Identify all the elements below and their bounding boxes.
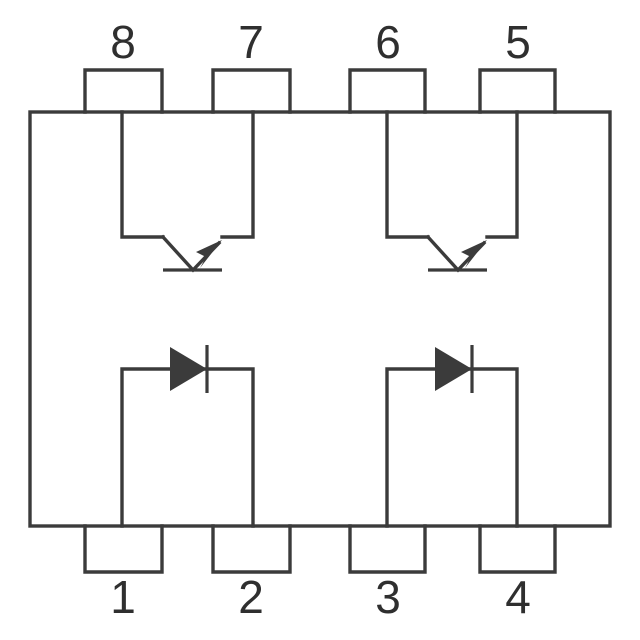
package-body <box>28 110 612 528</box>
pin-label-8: 8 <box>110 16 136 68</box>
pin-label-7: 7 <box>238 16 264 68</box>
pin-label-5: 5 <box>505 16 531 68</box>
pin-label-2: 2 <box>238 571 264 623</box>
pin-tab-6[interactable] <box>348 68 427 114</box>
top-pin-tabs <box>83 68 557 114</box>
pin-tab-5[interactable] <box>478 68 557 114</box>
led-2-cathode-leg <box>468 367 519 528</box>
pin-tab-4[interactable] <box>478 524 557 574</box>
transistor-2-collector-slope <box>425 234 461 273</box>
pin-number-labels: 8 7 6 5 1 2 3 4 <box>110 16 531 623</box>
phototransistor-channel-1 <box>120 110 255 273</box>
led-1-diode-triangle-icon <box>170 347 207 391</box>
led-1-anode-leg <box>120 367 174 528</box>
transistor-2-emitter-leg <box>485 110 519 239</box>
pin-label-1: 1 <box>110 571 136 623</box>
led-channel-1 <box>120 345 255 528</box>
led-2-anode-leg <box>385 367 439 528</box>
led-1-cathode-leg <box>203 367 255 528</box>
transistor-1-emitter-arrow-icon <box>196 240 222 268</box>
transistor-1-emitter-leg <box>220 110 255 239</box>
pin-tab-8[interactable] <box>83 68 164 114</box>
pin-tab-3[interactable] <box>348 524 427 574</box>
phototransistor-channel-2 <box>385 110 519 273</box>
pin-tab-2[interactable] <box>211 524 292 574</box>
pin-label-6: 6 <box>375 16 401 68</box>
transistor-1-collector-leg <box>120 110 165 239</box>
transistor-2-collector-leg <box>385 110 430 239</box>
pin-tab-1[interactable] <box>83 524 164 574</box>
pin-label-3: 3 <box>375 571 401 623</box>
led-2-diode-triangle-icon <box>435 347 472 391</box>
pin-label-4: 4 <box>505 571 531 623</box>
led-channel-2 <box>385 345 519 528</box>
bottom-pin-tabs <box>83 524 557 574</box>
package-body-outline <box>28 110 612 528</box>
pin-tab-7[interactable] <box>211 68 292 114</box>
transistor-1-collector-slope <box>160 234 196 273</box>
transistor-2-emitter-arrow-icon <box>461 240 487 268</box>
